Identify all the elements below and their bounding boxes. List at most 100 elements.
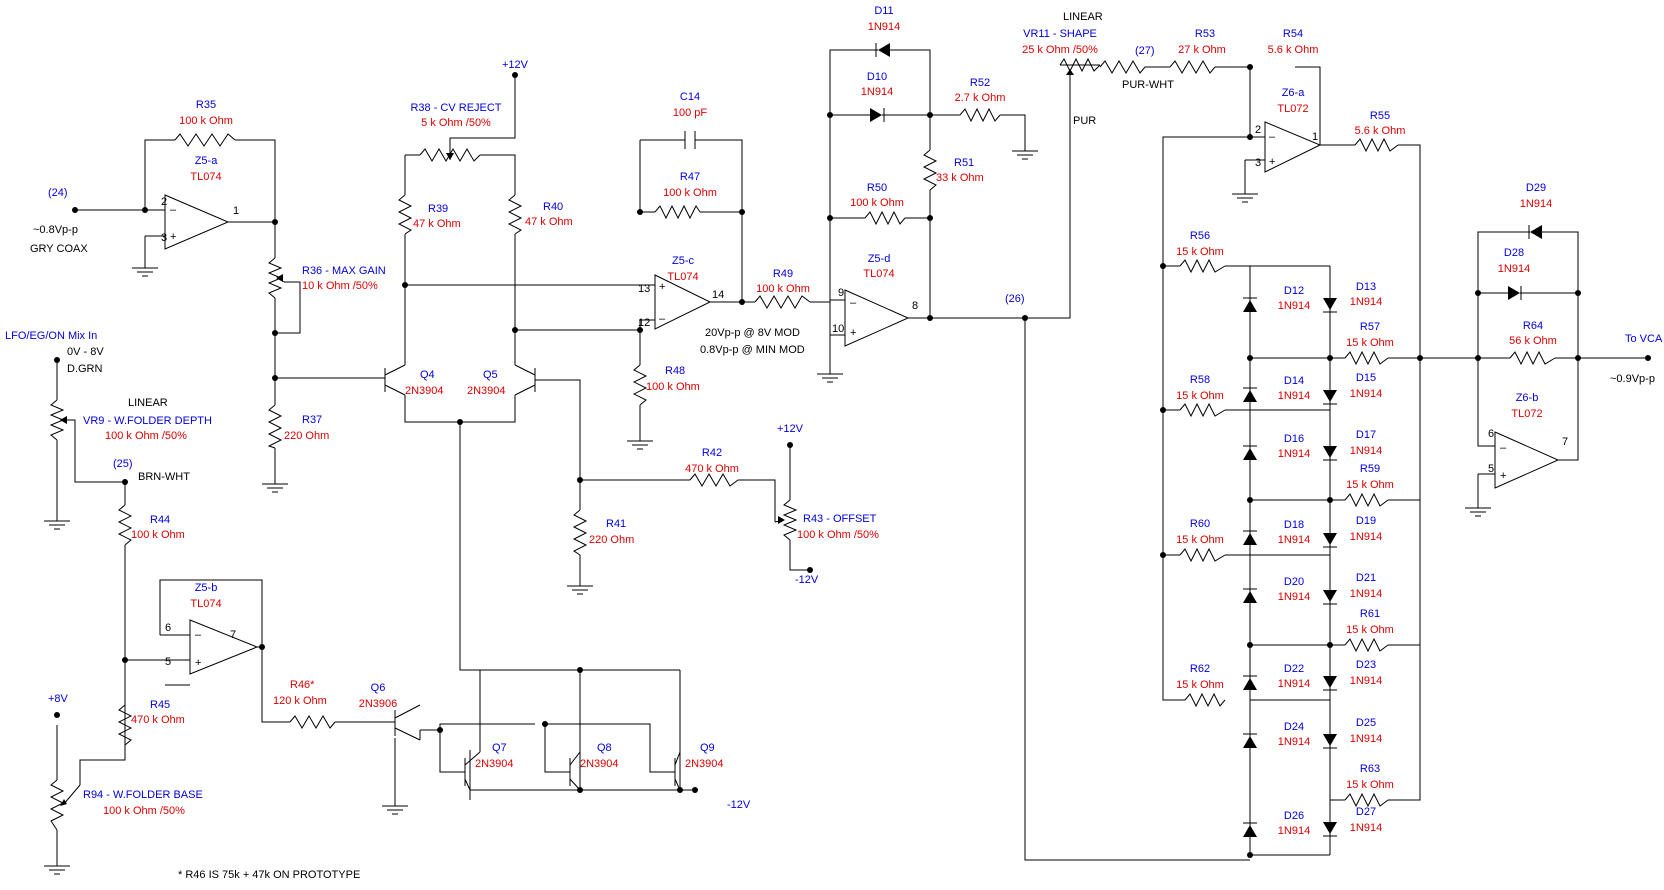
gnd-r52 — [1011, 144, 1039, 160]
svg-text:D26: D26 — [1284, 810, 1304, 822]
d16-diode — [1243, 448, 1257, 460]
svg-text:+: + — [850, 327, 856, 339]
svg-text:D23: D23 — [1356, 659, 1376, 671]
r45-value: 470 k Ohm — [131, 714, 185, 726]
r40-resistor — [507, 194, 523, 235]
note-brn-wht: BRN-WHT — [138, 471, 190, 483]
d12-diode — [1243, 300, 1257, 312]
gnd-r41 — [566, 579, 594, 595]
svg-text:1N914: 1N914 — [1278, 591, 1310, 603]
svg-text:13: 13 — [638, 283, 650, 295]
opamp-signs: –+ –+ +– –+ –+ –+ — [170, 131, 1507, 669]
d10-value: 1N914 — [861, 86, 893, 98]
r38-value: 5 k Ohm /50% — [421, 117, 491, 129]
svg-text:+: + — [659, 281, 665, 293]
z5c-value: TL074 — [667, 271, 698, 283]
r40-value: 47 k Ohm — [525, 216, 573, 228]
svg-text:1N914: 1N914 — [1350, 296, 1382, 308]
note-mod-hi: 20Vp-p @ 8V MOD — [705, 327, 800, 339]
svg-text:12: 12 — [638, 317, 650, 329]
q5-value: 2N3904 — [467, 385, 506, 397]
svg-text:D15: D15 — [1356, 372, 1376, 384]
r59-name: R59 — [1360, 463, 1380, 475]
note-footnote: * R46 IS 75k + 47k ON PROTOTYPE — [178, 869, 360, 881]
r47-value: 100 k Ohm — [663, 187, 717, 199]
transistors — [370, 364, 681, 791]
gnd-q6 — [381, 799, 409, 815]
r44-value: 100 k Ohm — [131, 529, 185, 541]
r42-value: 470 k Ohm — [685, 463, 739, 475]
d17-diode — [1323, 446, 1337, 458]
svg-text:–: – — [850, 297, 857, 309]
z5a-opamp — [164, 194, 230, 250]
r54-name: R54 — [1283, 28, 1303, 40]
r50-value: 100 k Ohm — [850, 197, 904, 209]
svg-text:1N914: 1N914 — [1278, 678, 1310, 690]
r60-value: 15 k Ohm — [1176, 534, 1224, 546]
z5c-name: Z5-c — [672, 255, 695, 267]
r52-value: 2.7 k Ohm — [955, 92, 1006, 104]
svg-text:2: 2 — [161, 196, 167, 208]
svg-text:6: 6 — [1488, 428, 1494, 440]
r58-name: R58 — [1190, 374, 1210, 386]
z5c-opamp — [654, 274, 712, 330]
svg-text:1N914: 1N914 — [1278, 448, 1310, 460]
svg-text:10: 10 — [832, 323, 844, 335]
d29-name: D29 — [1526, 182, 1546, 194]
r61-value: 15 k Ohm — [1346, 624, 1394, 636]
r35-name: R35 — [196, 99, 216, 111]
r60-name: R60 — [1190, 518, 1210, 530]
d28-diode — [1508, 286, 1520, 300]
z6a-name: Z6-a — [1282, 87, 1306, 99]
d19-diode — [1323, 533, 1337, 545]
svg-text:D13: D13 — [1356, 281, 1376, 293]
d29-value: 1N914 — [1520, 198, 1552, 210]
note-out-level: ~0.9Vp-p — [1610, 373, 1655, 385]
d27-diode — [1323, 822, 1337, 834]
svg-text:5: 5 — [1488, 463, 1494, 475]
note-gry-coax: GRY COAX — [30, 243, 88, 255]
r63-name: R63 — [1360, 763, 1380, 775]
r61-name: R61 — [1360, 608, 1380, 620]
r94-value: 100 k Ohm /50% — [103, 805, 185, 817]
q5-name: Q5 — [483, 369, 498, 381]
r59-value: 15 k Ohm — [1346, 479, 1394, 491]
d23-diode — [1323, 676, 1337, 688]
d11-value: 1N914 — [868, 21, 900, 33]
supply-plus8: +8V — [48, 693, 69, 705]
d20-diode — [1243, 591, 1257, 603]
svg-text:7: 7 — [1562, 436, 1568, 448]
r57-resistor — [1344, 350, 1389, 366]
q8-name: Q8 — [597, 742, 612, 754]
pot-wipers — [60, 69, 1074, 806]
r39-name: R39 — [428, 203, 448, 215]
r49-name: R49 — [773, 268, 793, 280]
z6b-value: TL072 — [1511, 408, 1542, 420]
svg-text:3: 3 — [1255, 157, 1261, 169]
r36-name: R36 - MAX GAIN — [302, 265, 386, 277]
q4-transistor — [375, 364, 406, 396]
d10-diode — [870, 108, 882, 122]
r57-value: 15 k Ohm — [1346, 337, 1394, 349]
vr9-value: 100 k Ohm /50% — [105, 430, 187, 442]
r50-resistor — [864, 210, 906, 226]
r64-resistor — [1509, 350, 1556, 366]
r40-name: R40 — [543, 201, 563, 213]
q9-value: 2N3904 — [685, 758, 724, 770]
supply-minus12-a: -12V — [795, 574, 819, 586]
svg-text:8: 8 — [912, 300, 918, 312]
svg-text:3: 3 — [161, 232, 167, 244]
r56-resistor — [1179, 258, 1226, 274]
svg-text:14: 14 — [712, 289, 724, 301]
gnd-z6a — [1231, 187, 1259, 203]
gnd-z6b — [1464, 501, 1492, 517]
r48-resistor — [632, 364, 648, 406]
d14-diode — [1243, 390, 1257, 402]
r94-name: R94 - W.FOLDER BASE — [83, 789, 203, 801]
r45-resistor — [117, 704, 133, 746]
r55-value: 5.6 k Ohm — [1355, 125, 1406, 137]
d15-diode — [1323, 390, 1337, 402]
port-25: (25) — [113, 458, 133, 470]
z5d-opamp — [844, 289, 910, 347]
r41-resistor — [572, 509, 588, 556]
